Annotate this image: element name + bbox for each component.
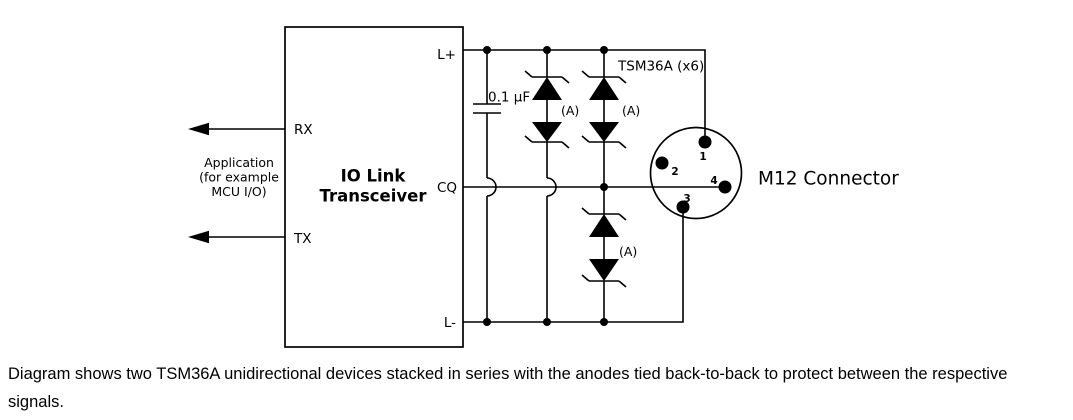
pin-label-lminus: L- [444,315,456,331]
m12-pin-label-2: 2 [671,166,678,178]
m12-pin-label-3: 3 [683,193,690,205]
application-label-line2: (for example [199,170,279,185]
m12-pin-4 [718,180,732,194]
tvs-unit-label-2: (A) [622,103,640,118]
wire-hop-icon [546,177,557,197]
pin-label-rx: RX [294,122,313,138]
pin-label-tx: TX [293,231,312,247]
m12-connector-label: M12 Connector [758,169,899,190]
tvs-diode-pair-1 [524,50,570,322]
capacitor-branch [473,50,501,322]
caption: Diagram shows two TSM36A unidirectional … [8,365,1008,411]
junction-dot [543,318,551,326]
m12-connector-circle [649,126,743,220]
tvs-diode-icon [589,122,619,142]
capacitor-value-label: 0.1 µF [488,90,530,106]
tvs-diode-icon [589,77,619,100]
tvs-diode-icon [589,214,619,237]
tvs-diode-icon [589,259,619,281]
tvs-unit-label-1: (A) [561,103,579,118]
tvs-diode-icon [532,122,562,142]
pin-label-lplus: L+ [437,47,456,63]
m12-pin-2 [655,156,669,170]
application-label-line3: MCU I/O) [211,184,266,199]
junction-dot [600,46,608,54]
rx-arrow [188,122,285,136]
tvs-part-label: TSM36A (x6) [617,59,704,75]
tvs-diode-pair-2 [581,50,627,187]
m12-pin-1 [698,135,712,149]
m12-pin-3 [676,200,690,214]
m12-pin-label-4: 4 [710,175,717,187]
tx-arrow [188,230,285,244]
tvs-diode-icon [532,77,562,100]
junction-dot [483,318,491,326]
tvs-diode-pair-3 [581,187,627,322]
transceiver-title-line1: IO Link [341,167,407,186]
application-label-line1: Application [204,155,274,170]
wire-hop-icon [486,177,497,197]
tvs-unit-label-3: (A) [619,244,637,259]
pin-label-cq: CQ [437,180,457,196]
m12-pin-label-1: 1 [699,151,706,163]
junction-dot [483,46,491,54]
left-arrowhead-icon [188,122,209,136]
junction-dot [600,183,608,191]
junction-dot [600,318,608,326]
wire-lminus [463,207,684,323]
junction-dot [543,46,551,54]
transceiver-title-line2: Transceiver [320,187,428,206]
left-arrowhead-icon [188,230,209,244]
